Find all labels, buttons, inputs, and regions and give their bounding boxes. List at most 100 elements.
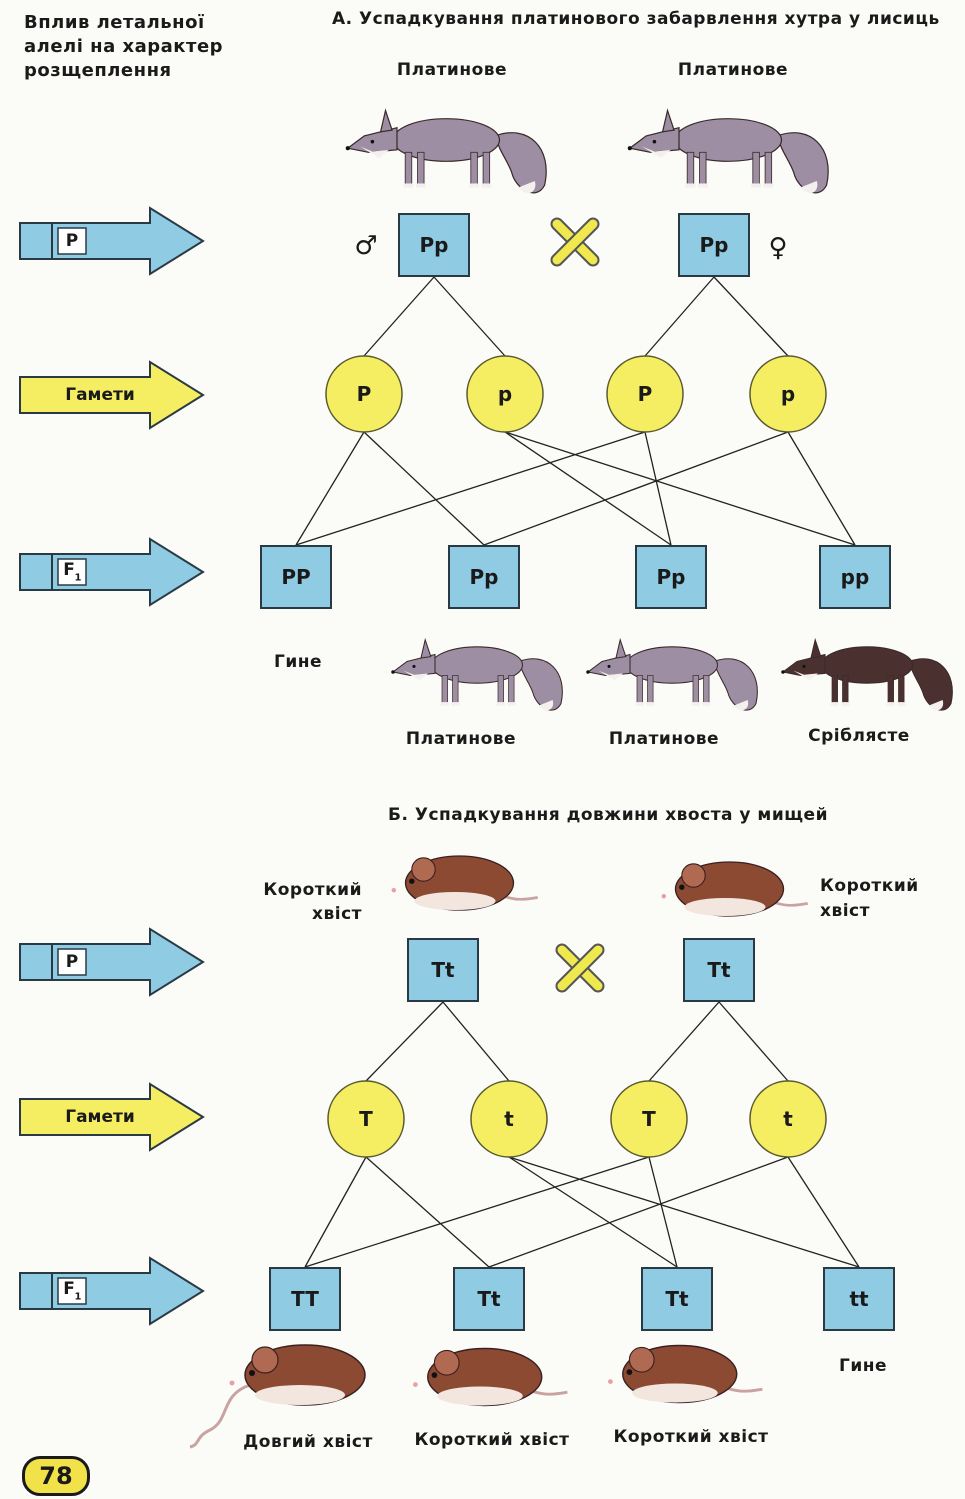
section-a-offspring-3-fox-leg [692,675,699,706]
section-b-parent-gamete-line [718,1001,789,1082]
section-a-parent-1-fox-paw [415,183,426,188]
section-a-parent-1-fox-leg [417,151,425,188]
section-b-parent-2-phenotype-line-1: Короткий [820,876,919,896]
section-b-parent-1-genotype-label: Tt [431,958,455,982]
section-a-gametes-arrow-label: Гамети [65,385,135,405]
section-a-offspring-2-phenotype: Платинове [405,729,517,749]
section-a-offspring-3-fox-paw [691,702,700,706]
section-a-offspring-1-genotype-label: PP [281,565,310,589]
section-a-parent-1-fox-nose [345,146,350,151]
section-b-gamete-offspring-line [648,1156,678,1268]
section-a-offspring-2-fox-paw [440,702,449,706]
section-b-parent-1-genotype-rect [407,938,479,1002]
section-a-offspring-4-fox-tail [908,658,953,711]
section-b-gamete-offspring-line [304,1156,367,1268]
section-b-offspring-2-genotype-label: Tt [477,1287,501,1311]
section-a-offspring-3-fox-leg [647,675,654,706]
section-a-parent-1-fox-leg [404,151,413,188]
section-a-gamete-offspring-line [483,431,789,546]
section-a-offspring-2-fox [391,637,563,711]
section-a-parent-2-genotype: Pp [678,213,750,277]
section-b-gamete-1-label: T [359,1107,373,1131]
section-a-offspring-2-fox-leg [497,675,504,706]
section-a-parent-2-fox-paw [697,183,708,188]
section-a-parent-2-fox-nose [627,146,632,151]
section-a-offspring-1-genotype: PP [260,545,332,609]
section-b-f1-arrow-label: F [63,1279,75,1299]
section-b-offspring-3-genotype-rect [641,1267,713,1331]
section-a-parent-gamete-line [433,276,506,357]
section-b-parents-arrow-shape [19,927,205,997]
section-a-parent-2-fox-leg [764,151,773,188]
section-a-parents-arrow-label: P [66,231,78,251]
section-b-gamete-offspring-line [787,1156,860,1268]
section-a-gamete-4-circle [749,355,827,433]
section-a-offspring-3-fox-paw [635,702,644,706]
section-a-parent-gamete-line [713,276,789,357]
page-heading-line-3: розщеплення [24,60,172,81]
section-b-parent-2-mouse-nose [661,893,667,899]
section-b-offspring-3-genotype: Tt [641,1267,713,1331]
section-a-offspring-2-fox-paw [451,702,460,706]
page-heading-line-1: Вплив летальної [24,12,205,33]
section-b-parent-2-mouse-eye [679,884,685,890]
section-a-offspring-4-fox-tail-tip [928,700,944,711]
section-a-offspring-4-fox-ear [810,637,822,659]
section-a-offspring-3-fox-paw [646,702,655,706]
section-b-cross-symbol-stroke [557,945,603,991]
section-b-parent-1-mouse [391,855,539,911]
section-b-gamete-4-label: t [783,1107,793,1131]
section-a-parent-2-genotype-label: Pp [700,233,729,257]
section-a-offspring-3-phenotype: Платинове [608,729,720,749]
section-a-gamete-4: p [749,355,827,433]
section-a-offspring-3-fox-eye [607,664,611,668]
section-a-gamete-offspring-line [295,431,646,546]
section-a-gamete-offspring-line [504,431,856,546]
section-b-parent-2-genotype-rect [683,938,755,1002]
section-a-gamete-offspring-line [295,431,365,546]
section-a-cross-symbol [550,217,600,267]
section-a-offspring-2-fox-leg [452,675,459,706]
section-a-parent-2-fox-leg [752,151,760,188]
section-b-parent-2-phenotype-line-2: хвіст [820,901,870,921]
section-b-parent-1-mouse-ear [411,857,436,882]
section-a-parent-2-fox-tail-tip [800,181,818,194]
section-a-offspring-4-genotype: pp [819,545,891,609]
male-symbol: ♂ [354,231,377,261]
section-b-offspring-3-mouse-tail [726,1386,763,1393]
section-b-offspring-3-phenotype: Короткий хвіст [613,1427,769,1447]
section-a-offspring-4-fox-paw [830,702,839,706]
section-a-parent-1-fox [345,108,547,194]
section-b-offspring-1-phenotype: Довгий хвіст [243,1432,373,1452]
section-b-title: Б. Успадкування довжини хвоста у мищей [388,805,828,825]
section-a-offspring-4-fox-leg [887,675,894,706]
section-a-offspring-2-fox-nose [391,670,395,674]
section-a-offspring-3-fox-tail-tip [733,700,749,711]
section-a-offspring-2-fox-paw [507,702,516,706]
section-a-parent-gamete-line [363,276,435,357]
section-a-parent-1-fox-muzzle [360,146,389,159]
section-a-parents-arrow: P [19,206,205,276]
section-a-offspring-4-fox-leg [842,675,849,706]
section-b-parent-2-mouse [661,861,809,917]
section-a-offspring-3-genotype: Pp [635,545,707,609]
section-a-gamete-1: P [325,355,403,433]
section-b-parent-gamete-line [365,1001,444,1082]
section-a-parent-2-fox-eye [652,139,657,144]
page-heading-line-2: алелі на характер [24,36,224,57]
section-a-offspring-4-genotype-rect [819,545,891,609]
section-b-parent-1-mouse-eye [409,878,415,884]
section-a-offspring-2-genotype-rect [448,545,520,609]
section-b-offspring-4-genotype-rect [823,1267,895,1331]
section-a-parent-1-fox-paw [403,183,414,188]
section-b-offspring-3-mouse [608,1344,763,1404]
section-b-parent-2-mouse-belly [684,898,766,916]
section-b-offspring-2-mouse-nose [413,1382,418,1387]
section-a-parent-2-fox-muzzle [642,146,671,159]
section-a-offspring-2-fox-ear [420,637,432,659]
section-a-offspring-3-fox-tail [713,658,758,711]
page-number: 78 [22,1456,90,1496]
section-b-offspring-1-mouse-tail [189,1383,251,1449]
section-b-gametes-arrow: Гамети [19,1082,205,1152]
section-b-parent-1-genotype: Tt [407,938,479,1002]
